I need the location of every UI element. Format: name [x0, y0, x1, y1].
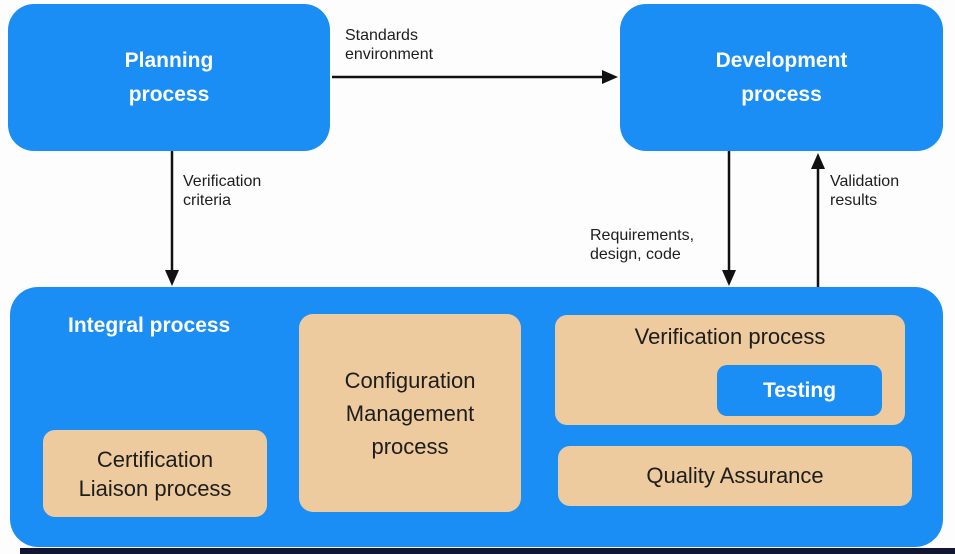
- verification-process-label: Verification process: [634, 324, 826, 349]
- bottom-edge-bar: [20, 548, 955, 554]
- configuration-management-label: Configuration Management process: [344, 367, 476, 459]
- quality-assurance-label: Quality Assurance: [646, 463, 824, 488]
- validation-results-arrowhead: [811, 153, 825, 169]
- development-process-label: Development process: [715, 48, 848, 106]
- certification-liaison-box: Certification Liaison process: [43, 430, 267, 517]
- testing-box: Testing: [717, 365, 882, 416]
- requirements-design-code-label: Requirements, design, code: [590, 227, 695, 263]
- configuration-management-box: Configuration Management process: [299, 314, 521, 512]
- integral-process-label: Integral process: [68, 314, 231, 337]
- verification-criteria-label: Verification criteria: [183, 173, 262, 209]
- requirements-arrowhead: [722, 270, 736, 286]
- verification-criteria-arrowhead: [165, 270, 179, 286]
- planning-process-label: Planning process: [124, 48, 214, 106]
- planning-process-box: Planning process: [8, 4, 330, 151]
- certification-liaison-label: Certification Liaison process: [78, 446, 232, 501]
- testing-label: Testing: [762, 378, 837, 402]
- validation-results-label: Validation results: [830, 173, 900, 209]
- development-process-box: Development process: [620, 4, 943, 151]
- standards-environment-arrowhead: [602, 70, 618, 84]
- standards-environment-label: Standards environment: [345, 27, 434, 63]
- quality-assurance-box: Quality Assurance: [558, 446, 912, 506]
